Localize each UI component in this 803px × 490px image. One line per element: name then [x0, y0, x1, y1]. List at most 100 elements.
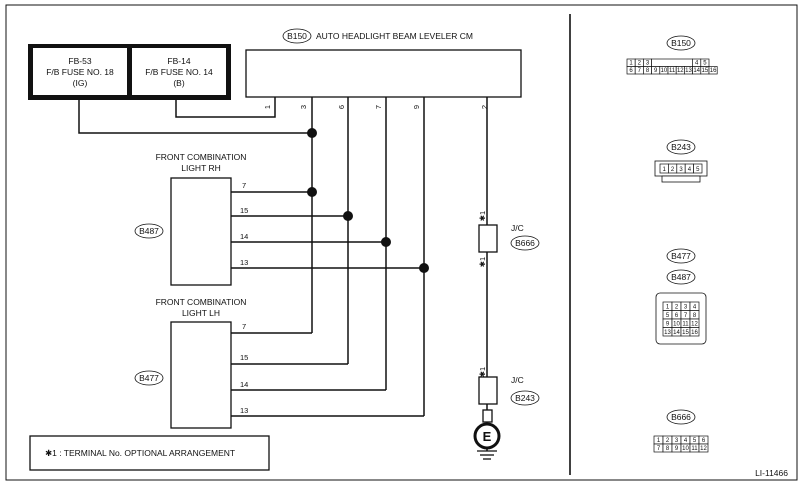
light-lh-pin-15: 15	[240, 353, 248, 362]
light-lh-title-2: LIGHT LH	[182, 308, 220, 318]
conn-b487-tag-oval	[666, 269, 696, 285]
conn-b243-pin-label: 2	[671, 167, 675, 173]
light-lh-tag: B477	[139, 373, 159, 383]
conn-b150-tag: B150	[671, 38, 691, 48]
conn-b477-pin-label: 14	[673, 330, 680, 336]
light-rh-pin-13: 13	[240, 258, 248, 267]
note-body: : TERMINAL No. OPTIONAL ARRANGEMENT	[57, 448, 235, 458]
wire-fuse14	[175, 97, 276, 118]
conn-b477-pin-label: 6	[675, 313, 679, 319]
ecu-box	[245, 49, 522, 98]
conn-b477-cell	[689, 327, 700, 337]
conn-b243-pin-label: 1	[663, 167, 667, 173]
conn-b150-pin-label: 3	[646, 61, 650, 67]
junction-dot	[419, 263, 429, 273]
ecu-pin-3: 3	[299, 105, 308, 109]
conn-b150-pin-label: 7	[638, 68, 642, 74]
conn-b150-pin-label: 11	[669, 68, 676, 74]
conn-b477-pin-label: 5	[666, 313, 670, 319]
conn-b150-pin-label: 16	[710, 68, 717, 74]
jc-b666-tag: B666	[515, 238, 535, 248]
light-rh-box	[170, 177, 232, 286]
conn-b150-pin-label: 15	[702, 68, 709, 74]
ecu-pin-6: 6	[337, 105, 346, 109]
conn-b666-pin-label: 11	[691, 446, 698, 452]
jc-b666-mark-top: ✱1	[478, 211, 487, 221]
conn-b666-cell	[698, 443, 709, 453]
light-lh-pin-13: 13	[240, 406, 248, 415]
conn-b150-pin-label: 10	[661, 68, 668, 74]
conn-b243-pin-label: 4	[688, 167, 692, 173]
conn-b477-pin-label: 15	[682, 330, 689, 336]
conn-b666-pin-label: 2	[666, 438, 670, 444]
conn-b477-pin-label: 7	[684, 313, 688, 319]
conn-b477-tag-oval	[666, 248, 696, 264]
jc-b666-label: J/C	[511, 223, 524, 233]
light-rh-tag: B487	[139, 226, 159, 236]
conn-b477-pin-label: 2	[675, 305, 679, 311]
light-rh-title-1: FRONT COMBINATION	[156, 152, 247, 162]
conn-b666-pin-label: 5	[693, 438, 697, 444]
conn-b666-pin-label: 12	[700, 446, 707, 452]
fuse-fb53	[33, 48, 127, 95]
figure-id: LI-11466	[755, 468, 788, 478]
jc-b243-box	[478, 376, 498, 405]
light-rh-title-2: LIGHT RH	[181, 163, 221, 173]
conn-b243-lock	[661, 175, 701, 183]
light-rh-pin-15: 15	[240, 206, 248, 215]
conn-b243-cell	[693, 163, 703, 174]
jc-b666-tag-oval	[510, 235, 540, 251]
conn-b150-pin-label: 14	[693, 68, 700, 74]
wires	[78, 97, 488, 417]
fuse-fb14	[132, 48, 226, 95]
ecu-pin-2: 2	[480, 105, 489, 109]
ecu-tag: B150	[287, 31, 307, 41]
fuse-fb53-line3: (IG)	[73, 78, 88, 88]
jc-b666-mark-bottom: ✱1	[478, 257, 487, 267]
conn-b150-pin-label: 9	[654, 68, 658, 74]
conn-b666-pin-label: 1	[657, 438, 661, 444]
conn-b150-cell	[708, 66, 718, 75]
conn-b666-pin-label: 6	[702, 438, 706, 444]
conn-b150-pin-label: 2	[638, 61, 642, 67]
light-rh-tag-oval	[134, 223, 164, 239]
ecu-pin-1: 1	[263, 105, 272, 109]
light-rh-pin-7: 7	[242, 181, 246, 190]
ecu-pin-7: 7	[374, 105, 383, 109]
conn-b243-pin-label: 5	[696, 167, 700, 173]
jc-b666-box	[478, 224, 498, 253]
jc-b243-mark-top: ✱1	[478, 367, 487, 377]
conn-b243-tag-oval	[666, 139, 696, 155]
light-lh-tag-oval	[134, 370, 164, 386]
conn-b477-pin-label: 3	[684, 305, 688, 311]
conn-b666-tag: B666	[671, 412, 691, 422]
fuse-fb53-line1: FB-53	[68, 56, 91, 66]
jc-b243-tag: B243	[515, 393, 535, 403]
note-box	[29, 435, 270, 471]
conn-b487-tag: B487	[671, 272, 691, 282]
conn-b477-pin-label: 4	[693, 305, 697, 311]
conn-b243-pin-label: 3	[679, 167, 683, 173]
junction-dot	[381, 237, 391, 247]
fuse-fb53-line2: F/B FUSE NO. 18	[46, 67, 114, 77]
conn-b150-pin-label: 8	[646, 68, 650, 74]
light-lh-pin-14: 14	[240, 380, 248, 389]
conn-b150-pin-label: 12	[677, 68, 684, 74]
outer-frame	[5, 4, 798, 481]
conn-b477-pin-label: 1	[666, 305, 670, 311]
fuse-fb14-line2: F/B FUSE NO. 14	[145, 67, 213, 77]
conn-b150-tag-oval	[666, 35, 696, 51]
ecu-title: AUTO HEADLIGHT BEAM LEVELER CM	[316, 31, 473, 41]
ecu-pin-9: 9	[412, 105, 421, 109]
wire-fuse18	[78, 100, 312, 134]
conn-b477-pin-label: 11	[682, 322, 689, 328]
conn-b477-pin-label: 13	[664, 330, 671, 336]
jc-b243-tag-oval	[510, 390, 540, 406]
conn-b477-tag: B477	[671, 251, 691, 261]
junction-dot	[343, 211, 353, 221]
